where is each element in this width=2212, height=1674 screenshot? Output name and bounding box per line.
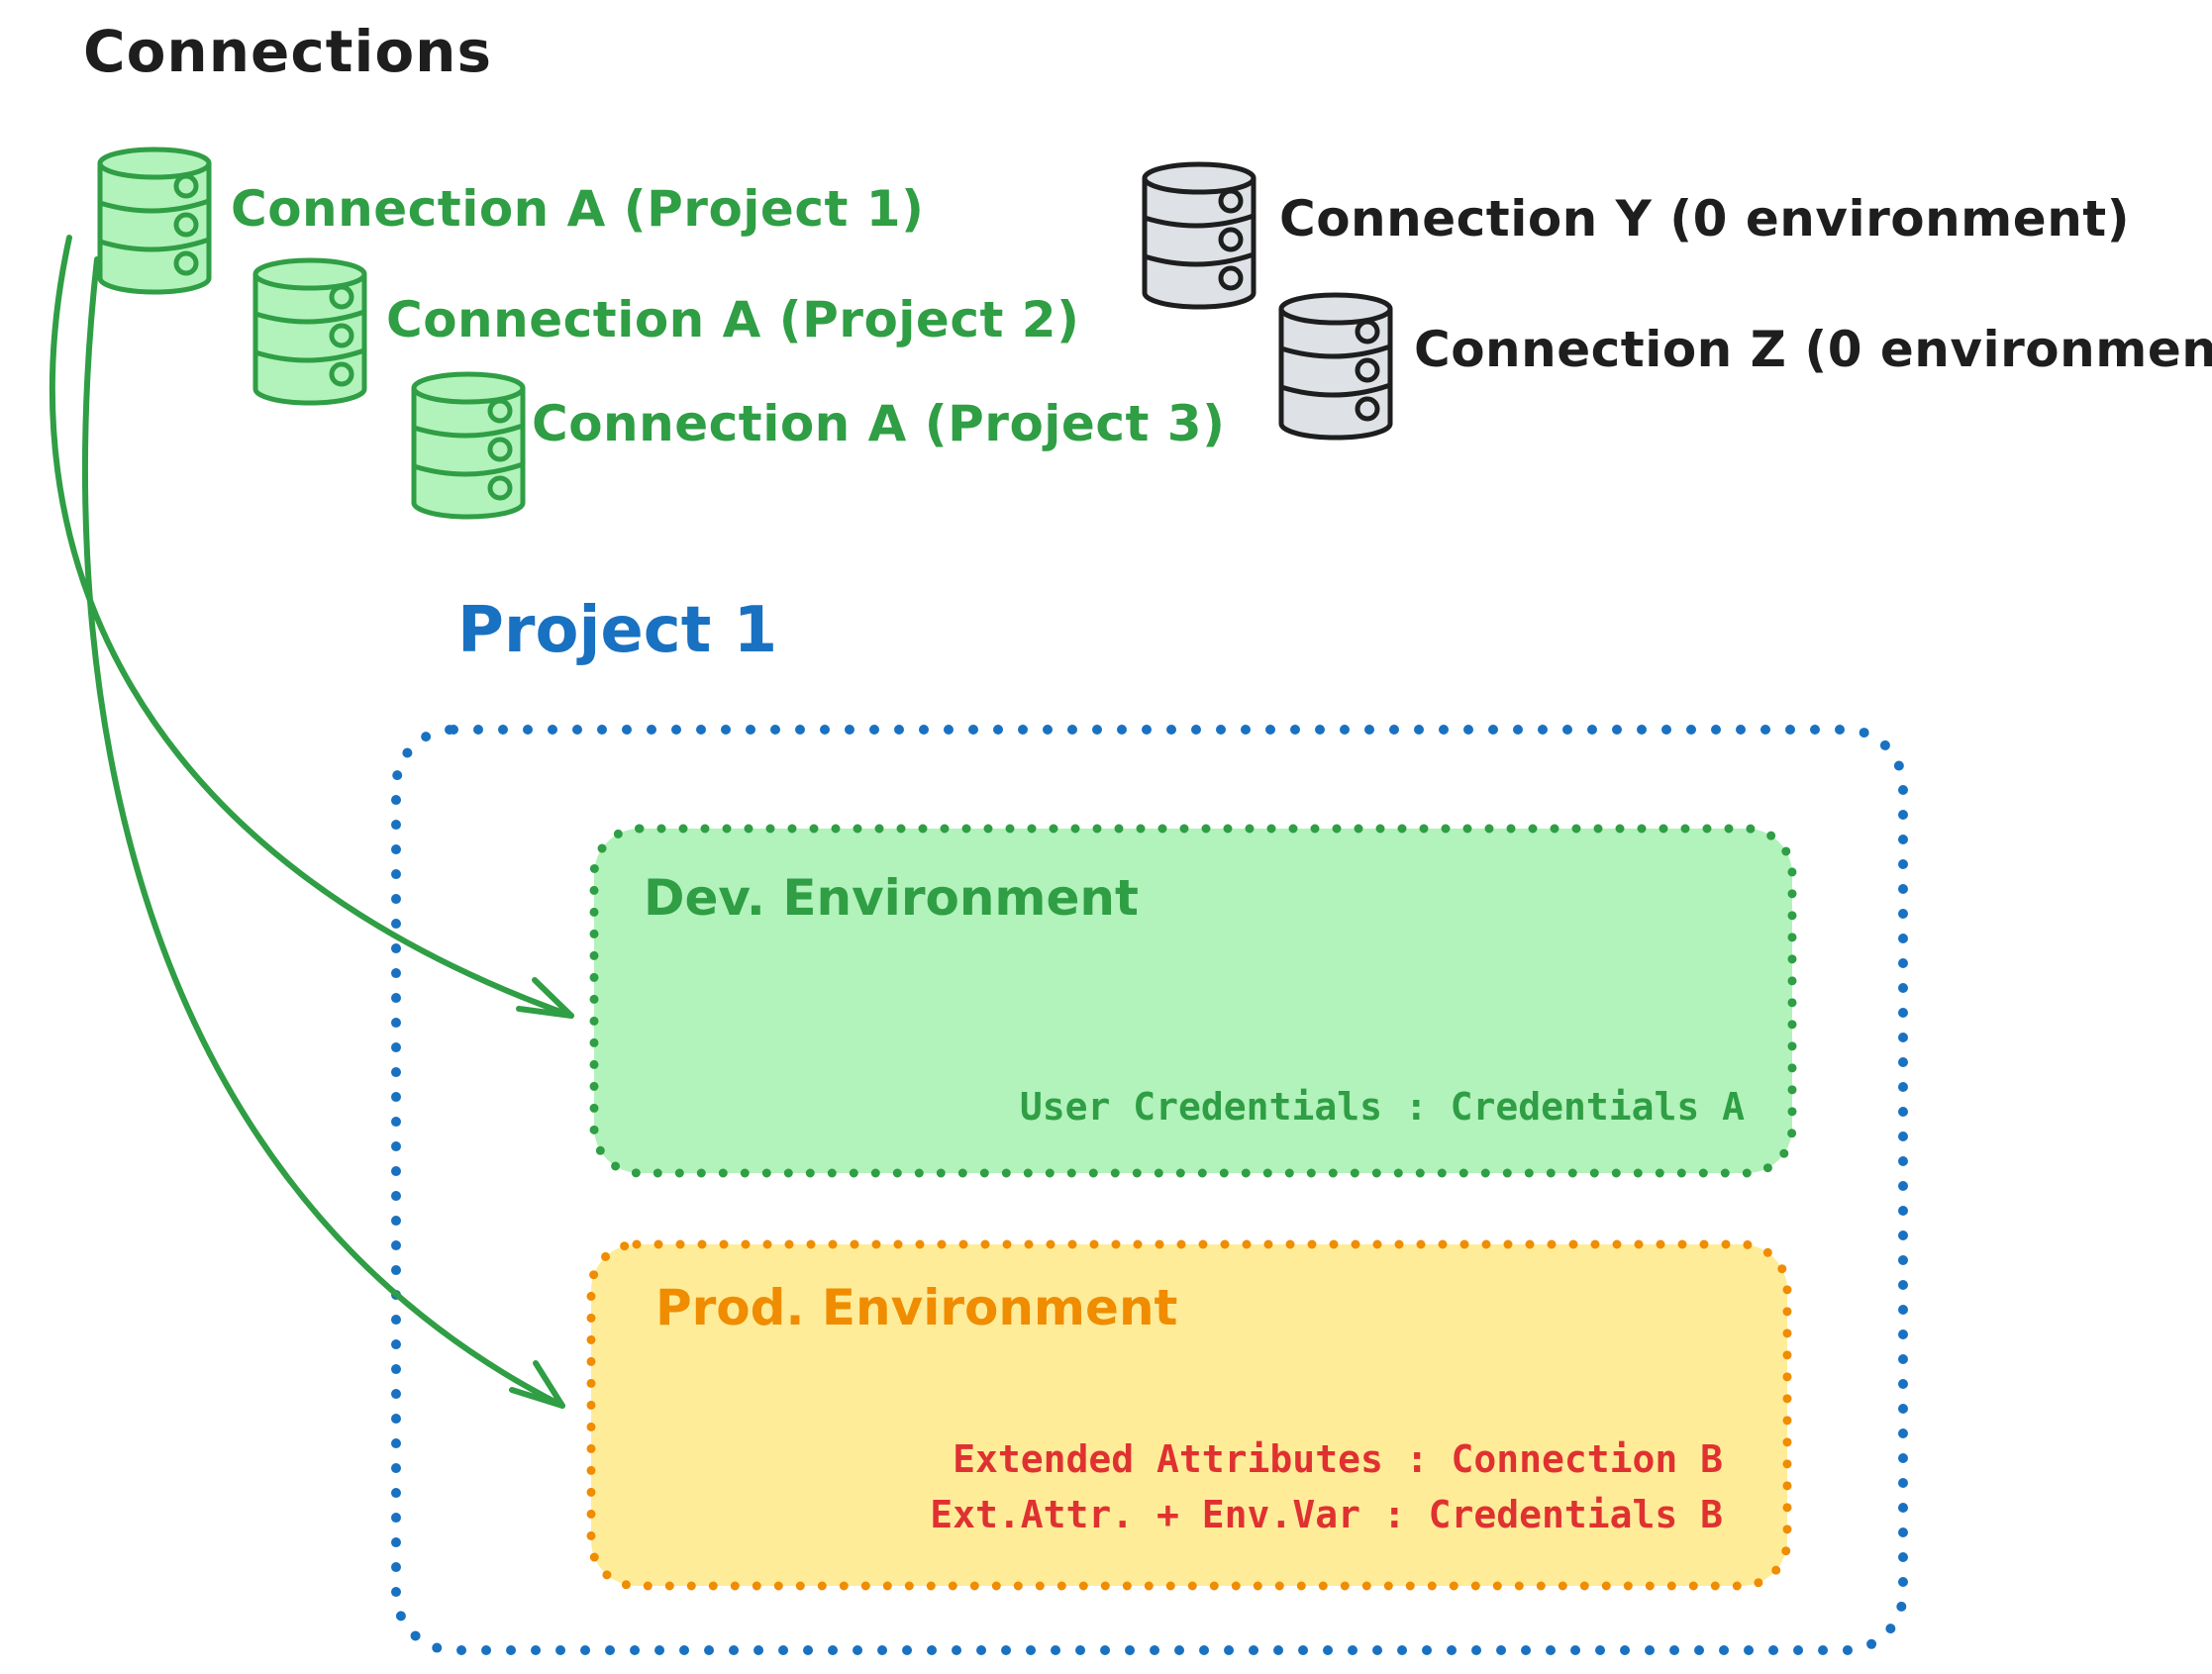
connection-a-project-2-label: Connection A (Project 2)	[386, 291, 1080, 348]
dev-environment-box	[589, 824, 1797, 1178]
database-icon-connection-a-project-1	[100, 149, 209, 292]
project-1-box	[391, 725, 1908, 1655]
database-icon-connection-a-project-3	[414, 374, 523, 517]
connection-y-label: Connection Y (0 environment)	[1279, 190, 2131, 247]
connection-z-label: Connection Z (0 environment)	[1414, 321, 2212, 378]
arrow-connection-a-to-dev	[50, 235, 574, 1019]
prod-mapping-ext-attr-env-var: Ext.Attr. + Env.Var : Credentials B	[930, 1493, 1723, 1536]
connection-a-project-3-label: Connection A (Project 3)	[532, 395, 1226, 452]
prod-environment-title: Prod. Environment	[655, 1279, 1178, 1336]
database-icon-connection-a-project-2	[255, 260, 364, 403]
dev-credentials-mapping: User Credentials : Credentials A	[1019, 1085, 1745, 1129]
database-icon-connection-z	[1281, 295, 1390, 438]
prod-environment-box	[586, 1239, 1792, 1591]
connection-a-project-1-label: Connection A (Project 1)	[231, 180, 925, 238]
arrow-connection-a-to-prod	[81, 256, 565, 1409]
prod-mapping-extended-attributes: Extended Attributes : Connection B	[953, 1437, 1723, 1481]
connections-heading: Connections	[83, 18, 492, 85]
project-1-title: Project 1	[457, 594, 778, 667]
database-icon-connection-y	[1145, 164, 1254, 307]
dev-environment-title: Dev. Environment	[644, 869, 1139, 927]
